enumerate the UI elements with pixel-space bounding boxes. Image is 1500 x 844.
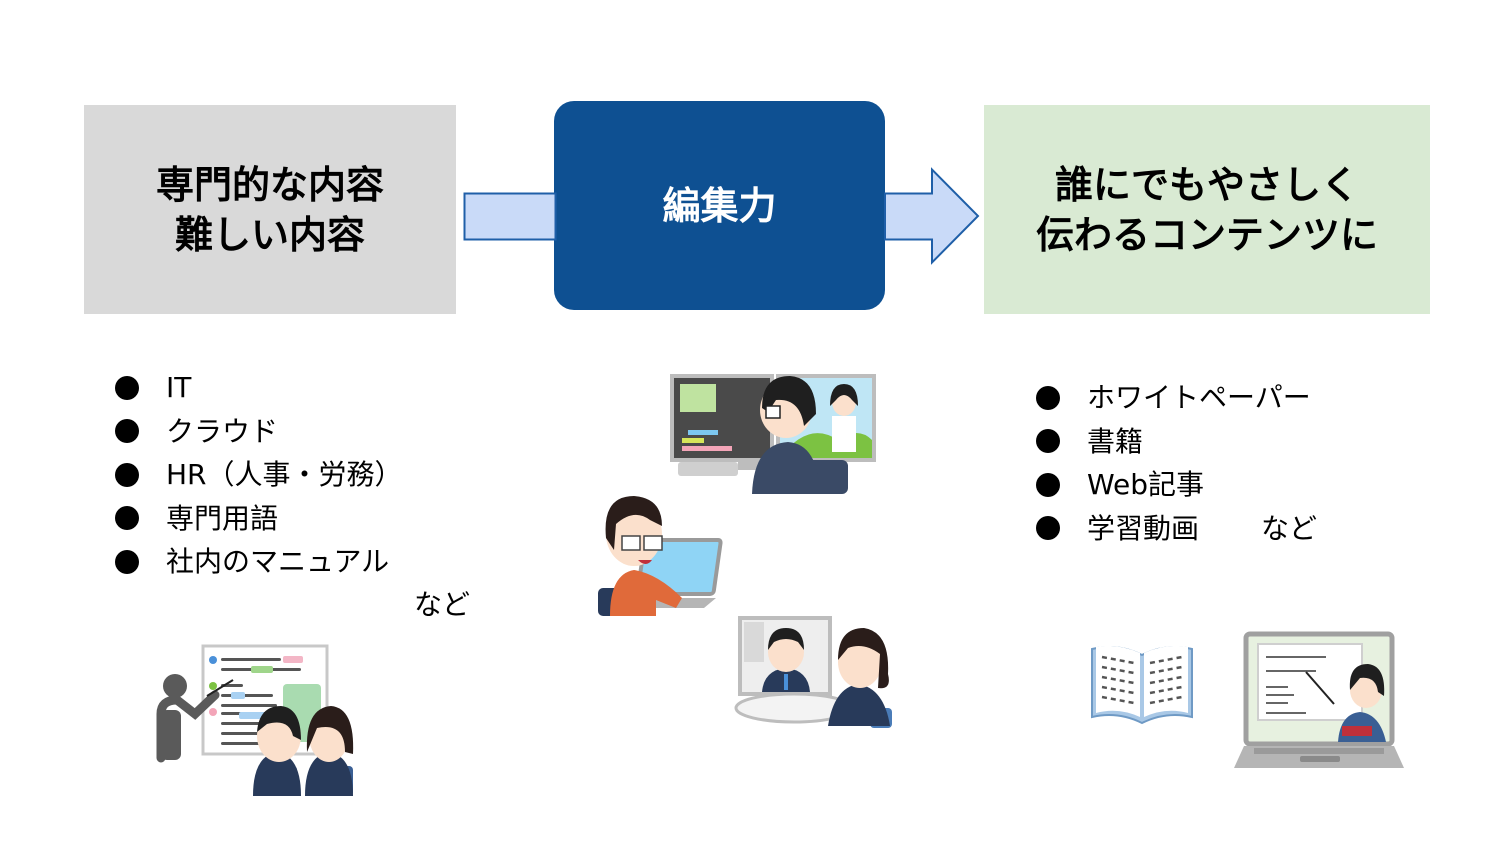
source-examples-etc: など	[414, 588, 471, 621]
woman-laptop-illustration	[598, 496, 723, 616]
bullet-icon	[115, 419, 139, 444]
bullet-icon	[115, 549, 139, 574]
list-item: IT	[115, 366, 403, 410]
source-box-line-2: 難しい内容	[174, 212, 365, 257]
list-item-text: 書籍	[1087, 424, 1144, 458]
list-item-text: 社内のマニュアル	[166, 545, 390, 578]
online-lesson-illustration	[1234, 631, 1404, 768]
bullet-icon	[115, 506, 139, 531]
presentation-illustration	[156, 644, 354, 796]
editing-power-box: 編集力	[554, 101, 885, 310]
list-item: クラウド	[115, 410, 403, 454]
arrow-source-to-editing	[463, 192, 557, 241]
editing-power-label: 編集力	[662, 183, 777, 228]
open-book-illustration	[1091, 645, 1193, 725]
list-item: 社内のマニュアル	[115, 540, 403, 584]
source-examples-list: IT クラウド HR（人事・労務） 専門用語 社内のマニュアル	[115, 366, 403, 584]
list-item-text: HR（人事・労務）	[166, 458, 403, 491]
video-editing-illustration	[670, 374, 876, 494]
list-item: ホワイトペーパー	[1036, 376, 1317, 420]
list-item-text: 専門用語	[166, 501, 279, 535]
source-content-box: 専門的な内容 難しい内容	[84, 105, 456, 314]
bullet-icon	[115, 462, 139, 487]
list-item: 学習動画 など	[1036, 507, 1317, 551]
list-item-text: クラウド	[166, 414, 279, 448]
arrow-editing-to-result	[884, 167, 980, 265]
list-item-text: Web記事	[1087, 468, 1205, 501]
video-call-illustration	[734, 616, 892, 728]
bullet-icon	[1036, 516, 1060, 541]
list-item-text: 学習動画	[1087, 511, 1200, 545]
list-item: 書籍	[1036, 420, 1317, 464]
list-item: 専門用語	[115, 497, 403, 541]
bullet-icon	[1036, 472, 1060, 497]
list-item: Web記事	[1036, 463, 1317, 507]
list-item-text: IT	[166, 371, 192, 404]
list-item: HR（人事・労務）	[115, 453, 403, 497]
list-item-text: ホワイトペーパー	[1087, 381, 1311, 414]
bullet-icon	[115, 375, 139, 400]
result-examples-list: ホワイトペーパー 書籍 Web記事 学習動画 など	[1036, 376, 1317, 550]
bullet-icon	[1036, 429, 1060, 454]
result-box-line-1: 誰にでもやさしく	[1054, 162, 1359, 207]
result-box-line-2: 伝わるコンテンツに	[1035, 212, 1378, 257]
result-examples-etc: など	[1261, 511, 1318, 545]
bullet-icon	[1036, 385, 1060, 410]
result-content-box: 誰にでもやさしく 伝わるコンテンツに	[984, 105, 1430, 314]
source-box-line-1: 専門的な内容	[155, 162, 384, 207]
